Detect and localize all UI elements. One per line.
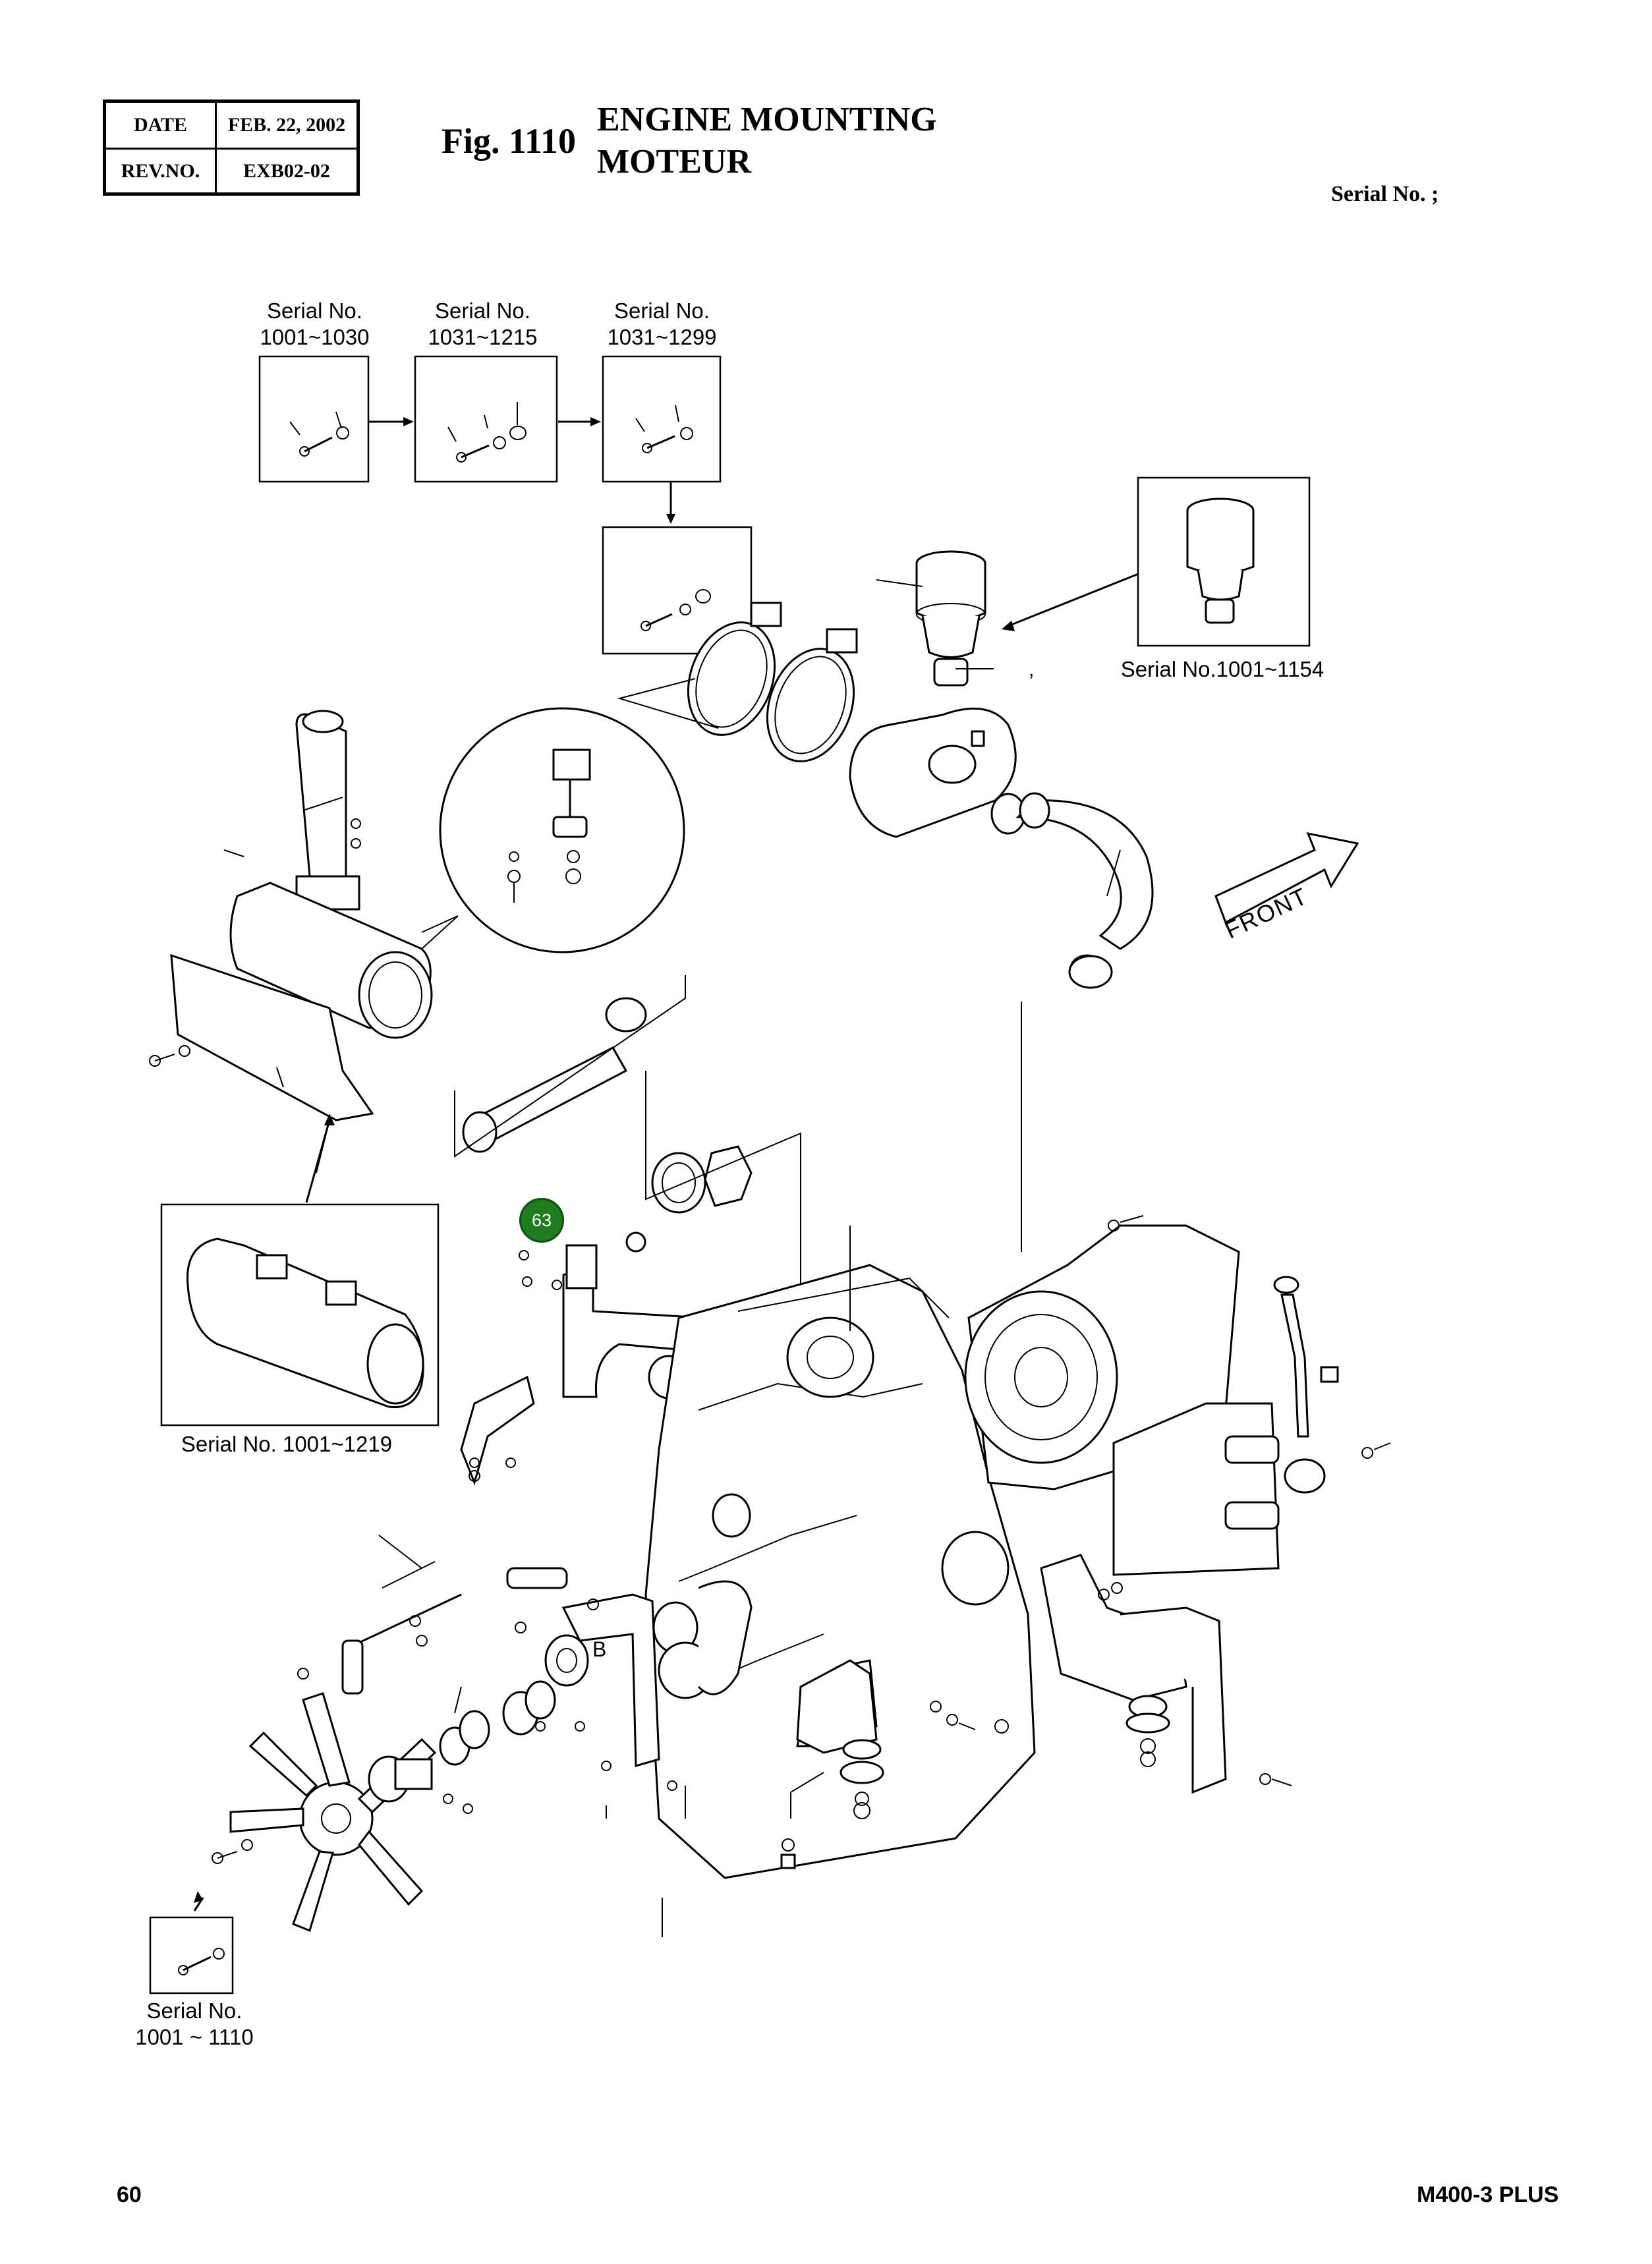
dipstick-tube <box>1273 1276 1339 1494</box>
fan-belt-tensioner <box>341 1375 568 1695</box>
figure-title: ENGINE MOUNTING MOTEUR <box>597 99 937 183</box>
fan-bolt-caption-line2: 1001 ~ 1110 <box>135 2025 254 2049</box>
title-english: ENGINE MOUNTING <box>597 101 937 138</box>
inset-box-muffler <box>160 1203 440 1427</box>
serial-number-header: Serial No. ; <box>1331 182 1439 206</box>
detail-b-label: B <box>592 1637 607 1661</box>
muffler <box>229 882 433 1039</box>
inset-box-air-cleaner <box>1137 476 1311 647</box>
rear-engine-mount-bracket <box>1040 1554 1227 1794</box>
cooling-fan <box>229 1692 437 1933</box>
rubber-mount-right <box>1125 1695 1170 1767</box>
fan-bolt-caption-line1: Serial No. <box>146 1998 242 2023</box>
page-number: 60 <box>117 2182 142 2207</box>
inset-box-fan-bolt <box>149 1891 234 1995</box>
air-cleaner-caption: Serial No.1001~1154 <box>1120 657 1324 681</box>
air-cleaner-cap <box>915 550 986 687</box>
rev-value: EXB02-02 <box>243 160 330 182</box>
fan-bolt-caption: Serial No. 1001 ~ 1110 <box>122 1998 267 2051</box>
revision-table: DATE FEB. 22, 2002 REV.NO. EXB02-02 <box>103 99 360 196</box>
inset-caption-3: Serial No. 1031~1299 <box>601 298 723 351</box>
date-value: FEB. 22, 2002 <box>227 114 346 136</box>
air-cleaner-body <box>849 707 1026 838</box>
inset-caption-2-line1: Serial No. <box>435 298 530 323</box>
front-direction-arrow <box>1214 832 1359 924</box>
inset-caption-2-line2: 1031~1215 <box>428 325 538 349</box>
inset-caption-3-line2: 1031~1299 <box>607 325 717 349</box>
flywheel-housing <box>964 1224 1280 1576</box>
inset-caption-1-line1: Serial No. <box>267 298 362 323</box>
muffler-caption: Serial No. 1001~1219 <box>181 1432 393 1456</box>
drive-belt <box>652 1493 753 1699</box>
inset-caption-1-line2: 1001~1030 <box>260 325 370 349</box>
rev-label: REV.NO. <box>121 160 200 182</box>
heat-shield <box>170 953 374 1121</box>
muffler-mount-detail <box>439 707 685 953</box>
inset-caption-3-line1: Serial No. <box>614 298 710 323</box>
figure-number: Fig. 1110 <box>441 121 577 161</box>
air-intake-hose <box>1015 792 1154 989</box>
title-french: MOTEUR <box>597 143 751 181</box>
flexible-exhaust-pipe <box>462 997 647 1153</box>
band-clamp <box>687 602 858 762</box>
exhaust-pipe <box>295 710 360 911</box>
front-engine-mount <box>796 1659 884 1819</box>
inset-caption-2: Serial No. 1031~1215 <box>422 298 544 351</box>
inset-box-1031-1299 <box>602 355 722 483</box>
engine-block <box>644 1264 1036 1879</box>
part-callout-63[interactable]: 63 <box>519 1198 564 1243</box>
inset-box-1031-1215 <box>414 355 558 483</box>
exhaust-flange <box>625 1145 753 1253</box>
fan-hub <box>368 1680 556 1803</box>
bolts-and-nuts <box>149 818 1391 1869</box>
date-label: DATE <box>133 114 188 136</box>
inset-caption-1: Serial No. 1001~1030 <box>254 298 376 351</box>
stray-comma: , <box>1029 659 1035 681</box>
inset-box-1001-1030 <box>258 355 370 483</box>
model-name: M400-3 PLUS <box>1417 2182 1559 2207</box>
fan-bracket <box>544 1593 660 1767</box>
leader-lines <box>223 579 1121 1937</box>
